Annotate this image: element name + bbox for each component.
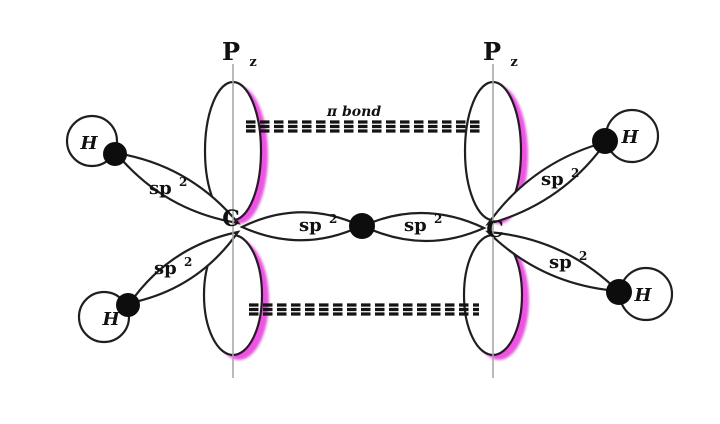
electron-dot-sigma-center: [349, 213, 375, 239]
electron-dot-upper-left: [103, 142, 127, 166]
electron-dot-lower-left: [116, 293, 140, 317]
sp2-label-sigma-left: sp 2: [299, 212, 337, 236]
sp2-label-sigma-right: sp 2: [404, 212, 442, 236]
sp2-label-sup: 2: [179, 175, 187, 189]
sp2-label-sup: 2: [579, 249, 587, 263]
sp2-label-main: sp: [404, 215, 427, 236]
sp2-label-main: sp: [154, 258, 177, 279]
carbon-label-right: C: [486, 217, 504, 243]
sp2-label-lower-right: sp 2: [549, 249, 587, 273]
electron-dot-lower-right: [606, 279, 632, 305]
sp2-label-sup: 2: [434, 212, 442, 226]
pz-label-main: P: [222, 37, 240, 66]
sp2-label-upper-right: sp 2: [541, 166, 579, 190]
pi-bond-label: π bond: [326, 104, 381, 120]
pz-label-main: P: [483, 37, 501, 66]
sp2-label-sup: 2: [571, 166, 579, 180]
hydrogen-label-lower-right: H: [633, 285, 652, 306]
sp2-label-main: sp: [299, 215, 322, 236]
sp2-label-sup: 2: [329, 212, 337, 226]
sp2-label-main: sp: [549, 252, 572, 273]
pz-label-right: P z: [483, 37, 518, 70]
pi-overlap-dashes-top: [246, 120, 480, 133]
pz-label-left: P z: [222, 37, 257, 70]
sp2-label-sup: 2: [184, 255, 192, 269]
sp2-label-lower-left: sp 2: [154, 255, 192, 279]
sp2-label-main: sp: [541, 169, 564, 190]
pz-label-sub: z: [510, 55, 517, 70]
hydrogen-label-upper-left: H: [79, 133, 98, 154]
hydrogen-label-lower-left: H: [101, 309, 120, 330]
sp2-label-upper-left: sp 2: [149, 175, 187, 199]
hydrogen-label-upper-right: H: [620, 127, 639, 148]
electron-dot-upper-right: [592, 128, 618, 154]
pi-overlap-dashes-bottom: [249, 303, 479, 316]
carbon-label-left: C: [222, 206, 240, 232]
pz-label-sub: z: [249, 55, 256, 70]
sp2-label-main: sp: [149, 178, 172, 199]
